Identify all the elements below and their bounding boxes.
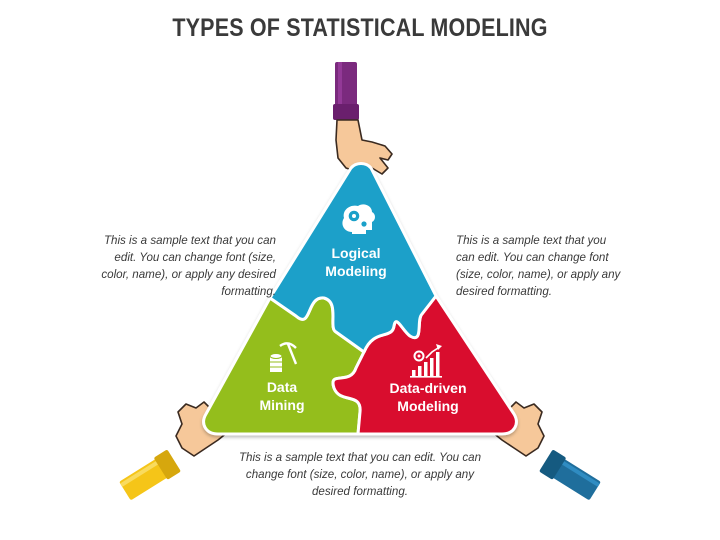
brain-gears-icon	[342, 204, 375, 234]
right-sleeve	[547, 456, 601, 500]
coins-pickaxe-icon	[269, 342, 298, 372]
data-driven-modeling-line2: Modeling	[397, 398, 458, 414]
description-left: This is a sample text that you can edit.…	[101, 234, 276, 298]
description-bottom: This is a sample text that you can edit.…	[238, 451, 482, 498]
logical-modeling-line2: Modeling	[325, 263, 386, 279]
data-driven-modeling-line1: Data-driven	[389, 380, 466, 396]
logical-modeling-line1: Logical	[331, 245, 380, 261]
left-sleeve	[119, 456, 173, 500]
data-mining-line2: Mining	[259, 397, 304, 413]
description-right: This is a sample text that you can edit.…	[456, 234, 621, 298]
page-title: TYPES OF STATISTICAL MODELING	[172, 14, 548, 42]
top-hand-icon	[333, 62, 393, 181]
puzzle-piece-logical-modeling	[268, 162, 438, 354]
growth-chart-icon	[410, 344, 442, 378]
data-mining-line1: Data	[267, 379, 298, 395]
